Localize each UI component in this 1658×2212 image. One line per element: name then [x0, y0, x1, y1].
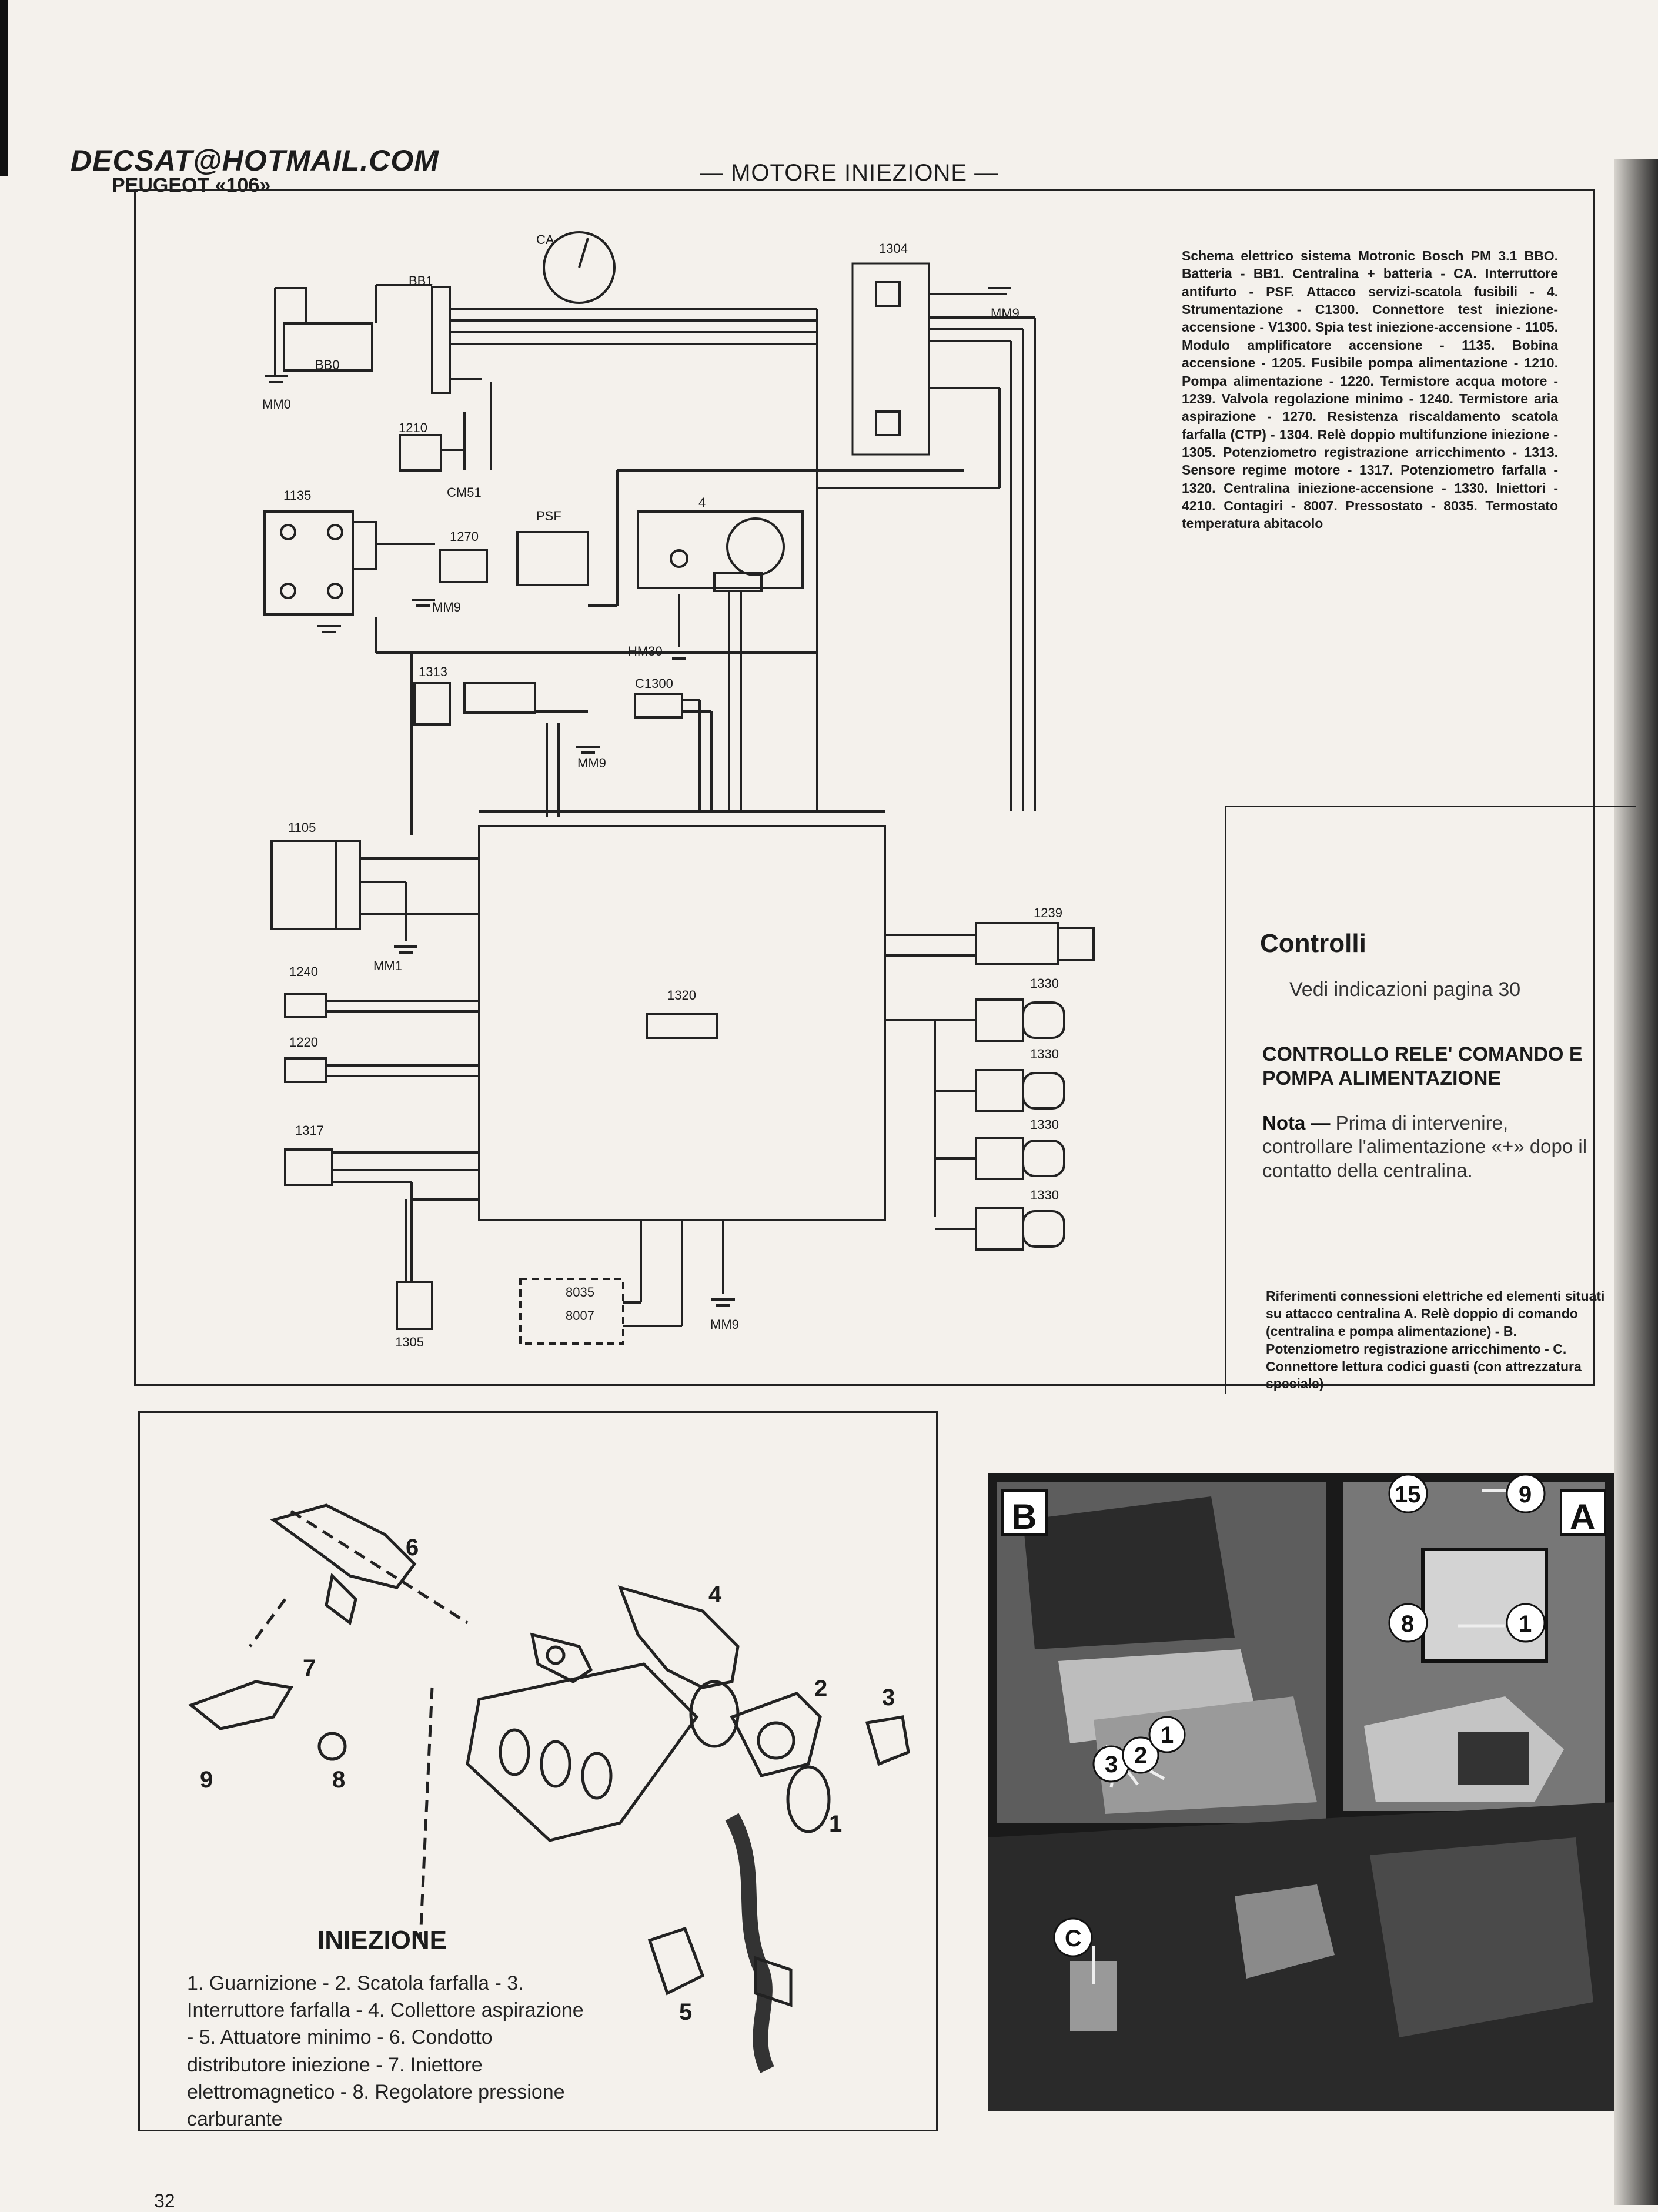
injection-frame [138, 1411, 938, 2131]
label-1330-c: 1330 [1030, 1117, 1059, 1132]
wiring-diagram-frame [134, 189, 1595, 1386]
callout-9: 9 [200, 1767, 213, 1793]
label-1313: 1313 [419, 664, 447, 679]
connector-photo-art: B A 15 9 8 1 3 2 1 C [988, 1473, 1614, 2111]
callout-7: 7 [303, 1655, 316, 1681]
callout-3: 3 [882, 1685, 895, 1710]
injection-illustration: 1 2 3 4 5 6 7 8 9 [188, 1503, 910, 2073]
label-1320: 1320 [667, 988, 696, 1003]
photo-pin-8: 8 [1401, 1611, 1414, 1637]
header-email: DECSAT@HOTMAIL.COM [71, 144, 439, 177]
label-ca: CA [536, 232, 554, 247]
label-1330-a: 1330 [1030, 976, 1059, 991]
photo-wire-3: 3 [1105, 1752, 1118, 1777]
note-text: Prima di intervenire, controllare l'alim… [1262, 1112, 1587, 1181]
label-8007: 8007 [566, 1308, 594, 1323]
controls-title: Controlli [1260, 929, 1366, 958]
binding-spine [0, 0, 8, 176]
label-1317: 1317 [295, 1123, 324, 1138]
callout-1: 1 [829, 1811, 842, 1837]
callout-8: 8 [332, 1767, 345, 1793]
label-bb1: BB1 [409, 273, 433, 288]
label-1239: 1239 [1034, 905, 1062, 920]
photo-pin-15: 15 [1395, 1482, 1421, 1508]
photo-pin-9: 9 [1519, 1482, 1532, 1508]
label-1105: 1105 [288, 820, 316, 835]
photo-label-a: A [1570, 1497, 1595, 1536]
section-title: — MOTORE INIEZIONE — [700, 160, 999, 186]
label-1330-d: 1330 [1030, 1188, 1059, 1202]
label-4: 4 [698, 495, 706, 510]
label-1210: 1210 [399, 420, 427, 435]
controls-note: Nota — Prima di intervenire, controllare… [1262, 1111, 1603, 1182]
label-mm9-a: MM9 [991, 306, 1019, 320]
connector-photo: B A 15 9 8 1 3 2 1 C [988, 1473, 1614, 2111]
label-1135: 1135 [283, 488, 311, 503]
injection-caption: 1. Guarnizione - 2. Scatola farfalla - 3… [187, 1972, 584, 2131]
label-bb0: BB0 [315, 357, 340, 372]
controls-subtitle: CONTROLLO RELE' COMANDO E POMPA ALIMENTA… [1262, 1043, 1583, 1090]
label-mm9-c: MM9 [577, 756, 606, 770]
callout-4: 4 [708, 1582, 722, 1608]
photo-pin-1: 1 [1519, 1611, 1532, 1637]
label-cm51: CM51 [447, 485, 482, 500]
callout-5: 5 [679, 1999, 692, 2025]
label-hm30: HM30 [628, 644, 663, 659]
page-number: 32 [154, 2190, 175, 2211]
label-psf: PSF [536, 509, 561, 523]
label-1304: 1304 [879, 241, 908, 256]
photo-wire-1: 1 [1161, 1722, 1174, 1748]
injection-title: INIEZIONE [317, 1926, 447, 1954]
photo-label-c: C [1065, 1926, 1082, 1952]
wiring-diagram: CA BB1 BB0 MM0 1304 MM9 1210 CM51 1135 1… [262, 231, 1095, 1349]
header-brand: PEUGEOT «106» [112, 174, 271, 196]
note-label: Nota — [1262, 1112, 1331, 1134]
photo-label-b: B [1011, 1497, 1037, 1536]
label-mm0: MM0 [262, 397, 291, 412]
diagram-legend: Schema elettrico sistema Motronic Bosch … [1182, 248, 1558, 532]
controls-frame [1225, 806, 1636, 1394]
label-1220: 1220 [289, 1035, 318, 1050]
page-edge-shadow [1614, 159, 1658, 2205]
callout-2: 2 [814, 1676, 827, 1702]
photo-wire-2: 2 [1134, 1743, 1147, 1769]
label-mm9-b: MM9 [432, 600, 461, 614]
label-c1300: C1300 [635, 676, 673, 691]
connection-references: Riferimenti connessioni elettriche ed el… [1266, 1288, 1605, 1392]
label-1330-b: 1330 [1030, 1047, 1059, 1061]
label-8035: 8035 [566, 1285, 594, 1299]
callout-6: 6 [406, 1535, 419, 1561]
label-1305: 1305 [395, 1335, 424, 1349]
controls-reference: Vedi indicazioni pagina 30 [1289, 978, 1521, 1001]
label-1270: 1270 [450, 529, 479, 544]
label-mm1: MM1 [373, 958, 402, 973]
label-1240: 1240 [289, 964, 318, 979]
label-mm9-d: MM9 [710, 1317, 739, 1332]
